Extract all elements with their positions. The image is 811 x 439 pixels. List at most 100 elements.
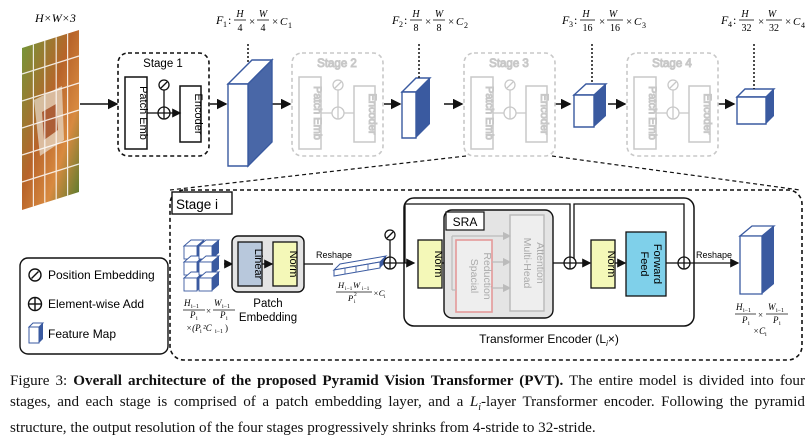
- transformer-encoder-box: [403, 197, 695, 327]
- legend: Position Embedding Element-wise Add Feat…: [19, 257, 169, 355]
- add-icon-1: [383, 256, 397, 270]
- mid-dim-csub: i: [384, 294, 386, 300]
- legend-feature-map: Feature Map: [48, 327, 116, 341]
- feature-map-f4: [735, 44, 776, 125]
- patch-embedding-label-2: Embedding: [239, 312, 297, 324]
- feature-label-den2: 32: [769, 23, 779, 34]
- legend-element-wise-add: Element-wise Add: [48, 297, 144, 311]
- spatial-reduction-label-2: Reduction: [481, 252, 493, 299]
- feature-map-f2: [400, 44, 432, 139]
- reshape-label-2: Reshape: [696, 250, 732, 260]
- in-dim-d2: P: [219, 310, 226, 320]
- caption-bold: Overall architecture of the proposed Pyr…: [73, 373, 564, 389]
- stage-4-pos-slash: [669, 81, 677, 89]
- patch-cell: [197, 271, 221, 292]
- stage-3-title: Stage 3: [489, 58, 529, 70]
- patch-cell-front: [183, 277, 198, 292]
- feature-label-num2: W: [768, 9, 778, 20]
- feature-label-sub: 1: [223, 20, 227, 29]
- feature-label-csub: 2: [464, 21, 468, 30]
- feature-label-times: ×: [425, 16, 431, 28]
- feature-label-num2: W: [435, 9, 445, 20]
- add-icon-3: [677, 256, 691, 270]
- feature-label-c: C: [634, 16, 642, 28]
- stage-2-encoder-box: [353, 85, 376, 143]
- stage-4-patch-emb: Patch Emb: [646, 86, 658, 140]
- feature-label-sub: 2: [399, 20, 403, 29]
- stage-3-patch-emb: Patch Emb: [483, 86, 495, 140]
- te-label-main: Transformer Encoder (L: [479, 332, 606, 346]
- stage-4-encoder-box: [688, 85, 711, 143]
- norm-block-3: [590, 239, 616, 289]
- position-embedding-legend-icon: [28, 268, 42, 282]
- te-label-tail: ×): [608, 332, 619, 346]
- feature-label-name: F: [561, 13, 570, 27]
- feature-label-num: H: [740, 9, 749, 20]
- feature-label-name: F: [215, 13, 224, 27]
- feature-label-csub: 4: [801, 21, 805, 30]
- feature-label-name: F: [720, 13, 729, 27]
- feature-label-sub: 3: [569, 20, 573, 29]
- multi-head-attention-block: [509, 214, 545, 312]
- feature-label-csub: 3: [642, 21, 646, 30]
- in-dim-last2: ²C: [203, 323, 213, 333]
- stage-4-encoder: Encoder: [701, 94, 713, 135]
- architecture-figure: H×W×3 Stage 1 Patch Emb: [19, 9, 805, 361]
- feature-label-name: F: [391, 13, 400, 27]
- stage-4-title: Stage 4: [652, 58, 692, 70]
- out-dim-cs: i: [765, 332, 767, 338]
- feature-label-num: H: [581, 9, 590, 20]
- feed-forward-label-1: Feed: [638, 251, 650, 276]
- linear-label: Linear: [252, 249, 264, 280]
- in-dim-last: ×(P: [186, 323, 201, 333]
- mid-dim-dexp: 2: [354, 292, 357, 298]
- mid-dim-num: H: [337, 280, 345, 290]
- stage-2-encoder: Encoder: [366, 94, 378, 135]
- feature-label-times: ×: [758, 16, 764, 28]
- norm-label-2: Norm: [432, 251, 444, 278]
- out-dim-ds1: i: [748, 321, 750, 327]
- caption-text-2: -layer Transformer encoder. Following th…: [10, 394, 805, 437]
- output-feature-map: [738, 225, 776, 295]
- out-dim-n2: W: [768, 302, 777, 312]
- stage-2-pos-slash: [334, 81, 342, 89]
- figure-caption: Figure 3: Overall architecture of the pr…: [10, 371, 805, 439]
- multi-head-label-1: Multi-Head: [521, 238, 533, 289]
- caption-li-sub: i: [478, 402, 481, 414]
- out-dim-times: ×: [758, 310, 763, 320]
- feature-label-den: 8: [414, 23, 419, 34]
- stage-i-detail: Stage i Linear Norm Patch Embedding Resh…: [169, 189, 803, 361]
- out-dim-n1: H: [735, 302, 743, 312]
- mid-dim-num2: W: [353, 280, 361, 290]
- transformer-encoder-label: Transformer Encoder (Li×): [479, 332, 619, 348]
- caption-text-1: The entire model is divided into four st…: [10, 373, 805, 410]
- feature-label-times2: ×: [272, 16, 278, 28]
- in-dim-s1: i−1: [191, 304, 199, 310]
- patch-grid-feature: [182, 239, 234, 292]
- stage-1-encoder: Encoder: [192, 94, 204, 135]
- feature-label-den2: 4: [261, 23, 266, 34]
- add-icon-2: [563, 256, 577, 270]
- feature-label-num: H: [411, 9, 420, 20]
- feature-label-den: 32: [742, 23, 752, 34]
- patch-cell-side: [212, 256, 219, 275]
- norm-label-3: Norm: [605, 251, 617, 278]
- feature-label-times: ×: [249, 16, 255, 28]
- feature-label-sub: 4: [728, 20, 732, 29]
- in-dim-ds2: i: [226, 316, 228, 322]
- in-dim-last3: ): [225, 323, 228, 333]
- input-size-label: H×W×3: [34, 11, 76, 25]
- feature-label-times2: ×: [448, 16, 454, 28]
- out-dim-s1: i−1: [743, 308, 751, 314]
- linear-block: [237, 241, 263, 287]
- token-sequence: [332, 255, 388, 277]
- out-dim-d2: P: [772, 315, 779, 325]
- feed-forward-block: [625, 231, 667, 297]
